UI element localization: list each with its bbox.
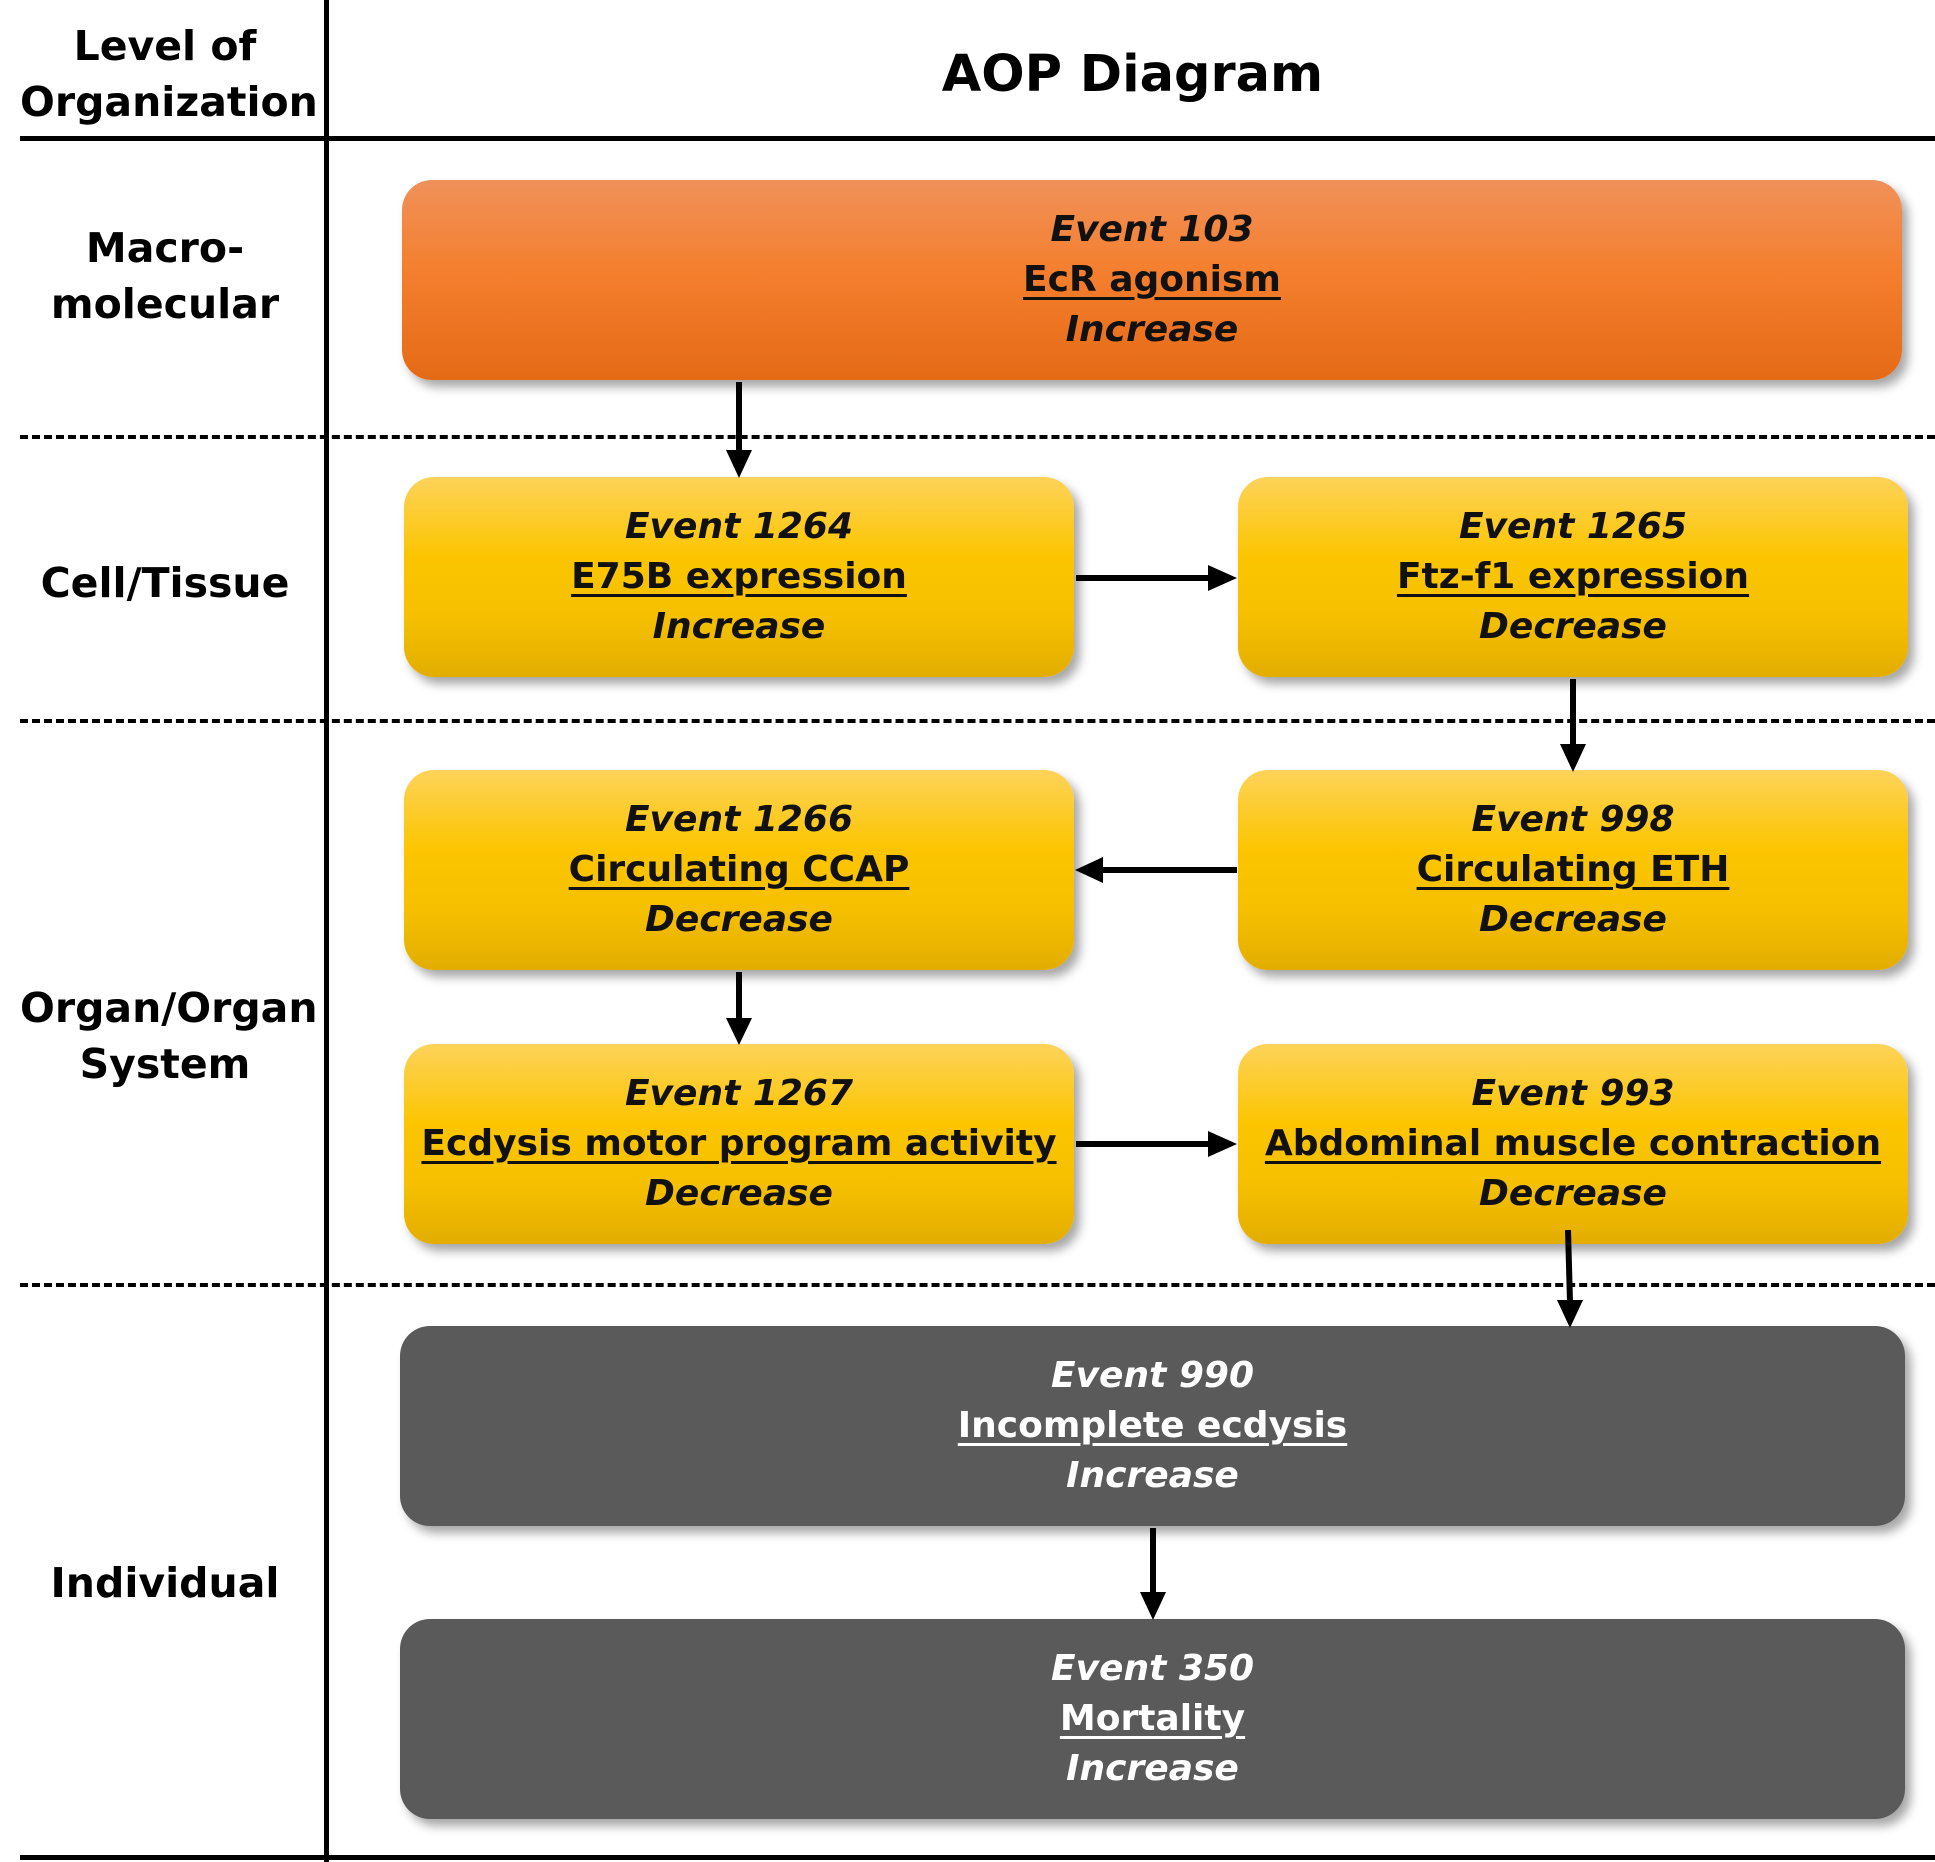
event-box-350[interactable]: Event 350 Mortality Increase [400,1619,1905,1819]
event-box-993[interactable]: Event 993 Abdominal muscle contraction D… [1238,1044,1908,1244]
level-separator [20,1283,1935,1287]
level-label-organ-system: Organ/Organ System [20,984,318,1088]
event-box-1264[interactable]: Event 1264 E75B expression Increase [404,477,1074,677]
level-separator [20,719,1935,723]
event-box-103[interactable]: Event 103 EcR agonism Increase [402,180,1902,380]
arrowhead [726,1018,752,1045]
arrowhead [1208,1131,1237,1157]
diagram-title: AOP Diagram [941,45,1324,104]
level-separator [20,435,1935,439]
vertical-divider [324,0,329,1862]
arrowhead [1208,565,1237,591]
event-box-1266[interactable]: Event 1266 Circulating CCAP Decrease [404,770,1074,970]
level-of-organization-header: Level of Organization [20,22,318,126]
arrowhead [1557,1300,1583,1328]
arrowhead [1140,1592,1166,1620]
event-box-990[interactable]: Event 990 Incomplete ecdysis Increase [400,1326,1905,1526]
level-label-cell-tissue: Cell/Tissue [40,559,290,607]
event-box-1267[interactable]: Event 1267 Ecdysis motor program activit… [404,1044,1074,1244]
level-label-macromolecular: Macro- molecular [50,224,280,328]
header-bottom-rule [20,136,1935,141]
arrowhead [1560,744,1586,772]
arrowhead [726,450,752,478]
arrowhead [1075,857,1103,883]
event-box-1265[interactable]: Event 1265 Ftz-f1 expression Decrease [1238,477,1908,677]
event-box-998[interactable]: Event 998 Circulating ETH Decrease [1238,770,1908,970]
table-bottom-rule [20,1855,1935,1860]
arrow-993-to-990 [1565,1229,1573,1303]
level-label-individual: Individual [50,1559,280,1607]
